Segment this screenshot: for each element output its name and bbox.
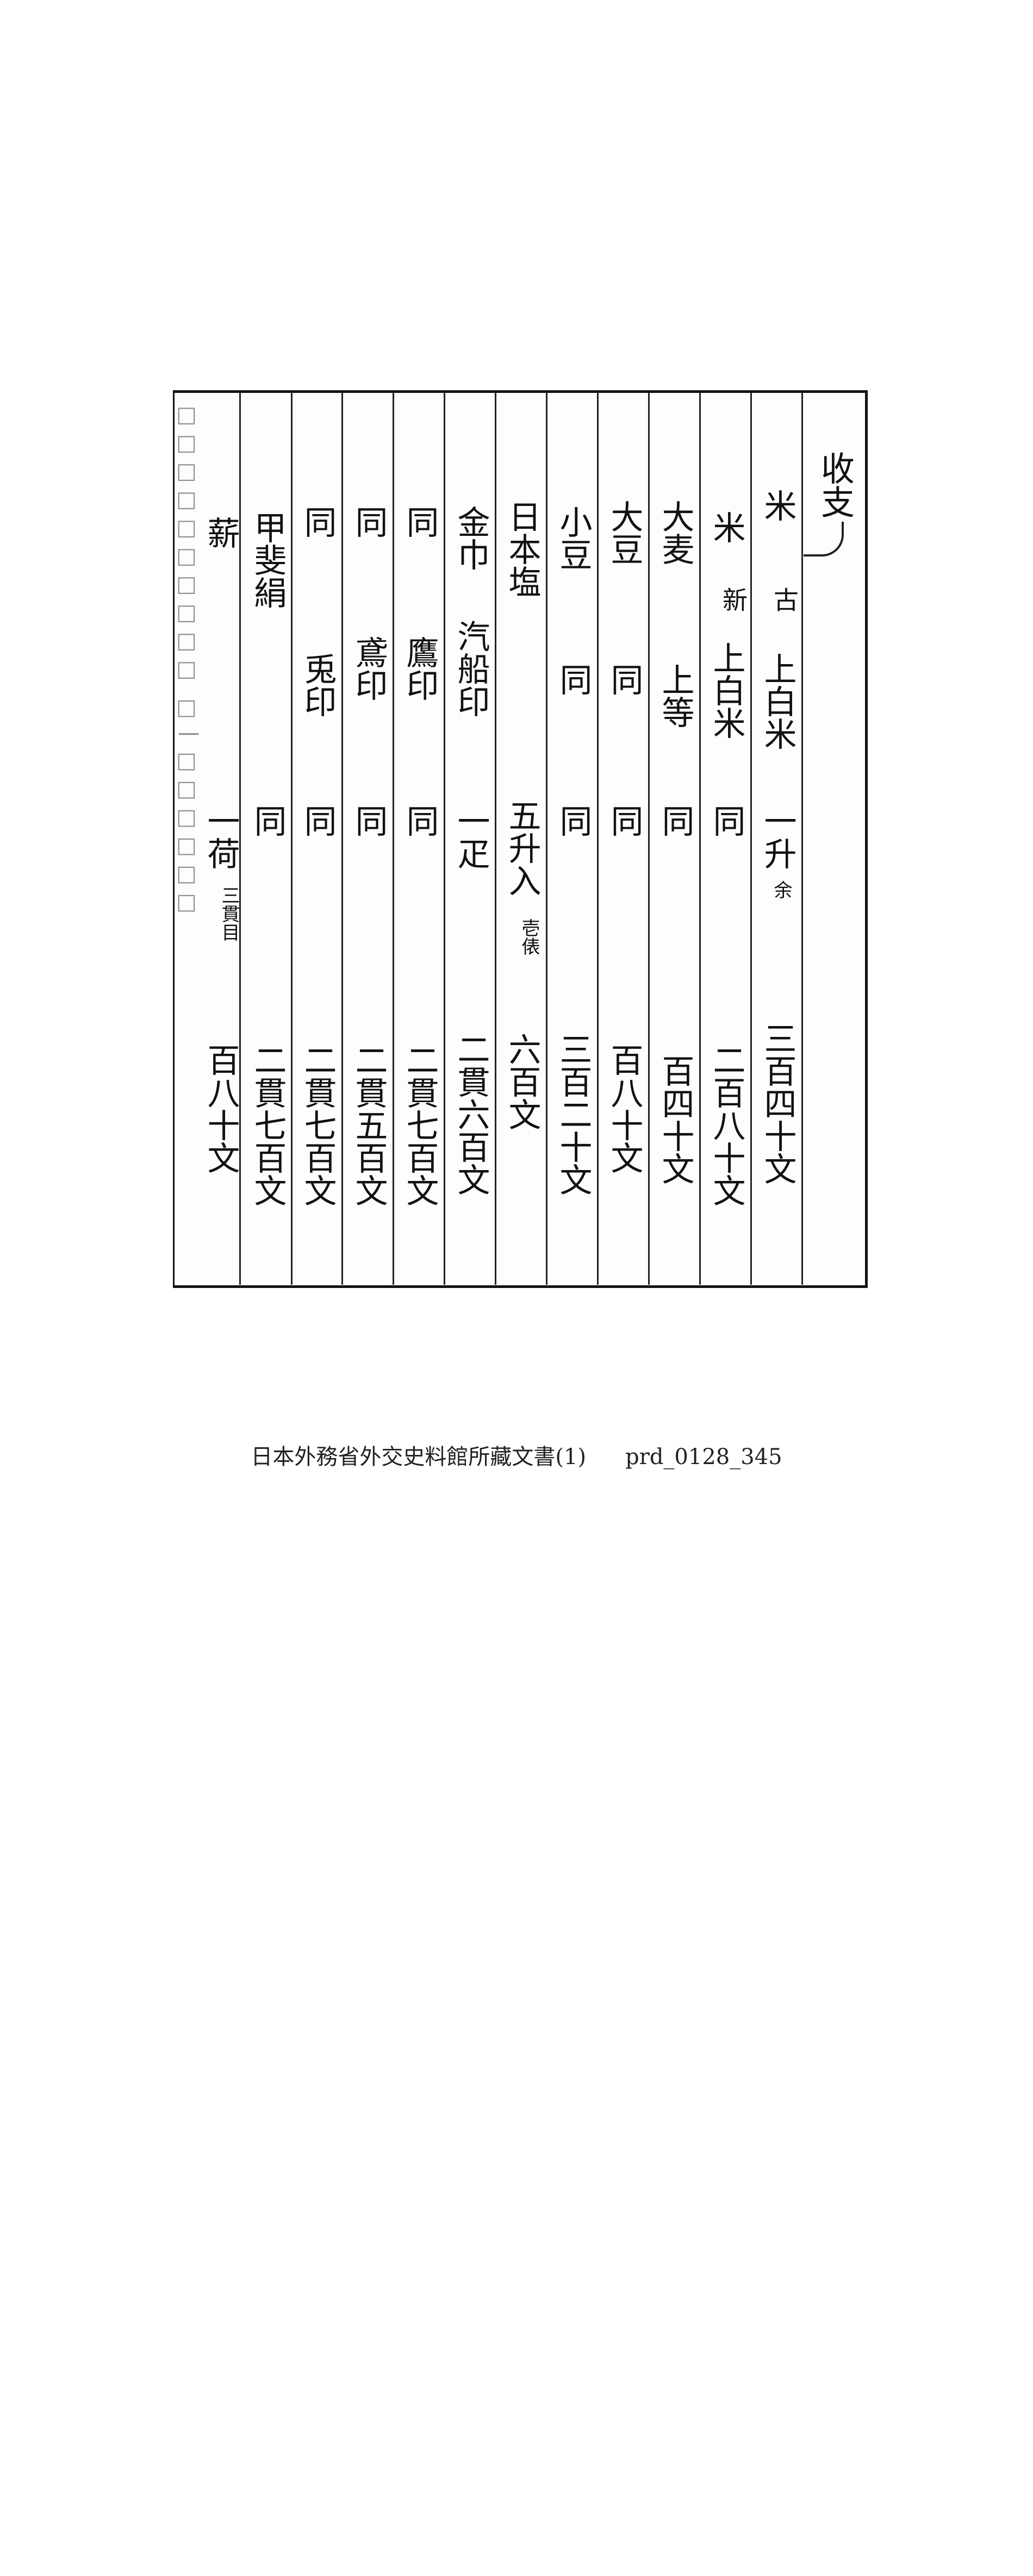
column-rule	[750, 392, 752, 1285]
price: 二百八十文	[707, 1043, 745, 1206]
column-rule	[699, 392, 701, 1285]
column-rule	[393, 392, 394, 1285]
price: 二貫七百文	[248, 1043, 287, 1206]
item-label: 米	[707, 511, 745, 543]
grade-label: 汽船印	[452, 620, 490, 717]
column-rule	[801, 392, 803, 1285]
heading-bracket-mark	[804, 522, 844, 557]
column-rule	[291, 392, 293, 1285]
grade-label: 鷹印	[401, 636, 439, 701]
column-rule	[444, 392, 445, 1285]
item-label: 薪	[202, 516, 240, 549]
price: 百八十文	[605, 1043, 643, 1174]
quantity: 一升	[758, 804, 796, 870]
item-sub: 古	[770, 587, 799, 612]
column-rule	[495, 392, 496, 1285]
price: 三百二十文	[554, 1033, 592, 1196]
grade-label: 鳶印	[350, 636, 388, 701]
item-label: 同	[350, 505, 388, 538]
column-rule	[597, 392, 599, 1285]
grade-label: 上白米	[707, 641, 745, 739]
column-rule	[648, 392, 650, 1285]
item-sub: 新	[719, 587, 748, 612]
annotation: 壱俵	[518, 918, 540, 955]
annotation: 余	[770, 880, 792, 899]
footer-source: 日本外務省外交史料館所藏文書(1)	[251, 1445, 587, 1470]
page-footer: 日本外務省外交史料館所藏文書(1) prd_0128_345	[0, 1439, 1033, 1471]
item-label: 米	[758, 489, 796, 522]
quantity: 同	[401, 804, 439, 837]
document-frame	[173, 390, 868, 1288]
price: 三百四十文	[758, 1022, 796, 1185]
item-label: 大麦	[656, 500, 694, 565]
quantity: 同	[554, 804, 592, 837]
quantity: 一荷	[202, 804, 240, 870]
grade-label: 上等	[656, 663, 694, 728]
quantity: 同	[656, 804, 694, 837]
price: 六百文	[503, 1033, 541, 1130]
column-rule	[341, 392, 343, 1285]
quantity: 同	[350, 804, 388, 837]
footer-id: prd_0128_345	[625, 1445, 782, 1470]
price: 百四十文	[656, 1054, 694, 1185]
annotation: 三貫目	[218, 886, 240, 941]
price: 二貫七百文	[401, 1043, 439, 1206]
quantity: 同	[298, 804, 337, 837]
grade-label: 同	[605, 663, 643, 696]
grade-label: 兎印	[298, 652, 337, 717]
margin-stamp-text: □□□□□□□□□□ □一□□□□□□	[174, 402, 199, 918]
quantity: 五升入	[503, 799, 541, 897]
price: 二貫六百文	[452, 1033, 490, 1196]
item-label: 甲斐絹	[248, 511, 287, 609]
item-label: 金巾	[452, 505, 490, 571]
grade-label: 同	[554, 663, 592, 696]
price: 二貫五百文	[350, 1043, 388, 1206]
item-label: 大豆	[605, 500, 643, 565]
section-heading: 收支	[815, 451, 855, 518]
price: 百八十文	[202, 1043, 240, 1174]
quantity: 同	[248, 804, 287, 837]
quantity: 同	[605, 804, 643, 837]
quantity: 同	[707, 804, 745, 837]
item-label: 小豆	[554, 505, 592, 571]
item-label: 日本塩	[503, 500, 541, 598]
price: 二貫七百文	[298, 1043, 337, 1206]
column-rule	[546, 392, 547, 1285]
quantity: 一疋	[452, 804, 490, 870]
grade-label: 上白米	[758, 652, 796, 750]
column-rule	[239, 392, 241, 1285]
item-label: 同	[298, 505, 337, 538]
item-label: 同	[401, 505, 439, 538]
